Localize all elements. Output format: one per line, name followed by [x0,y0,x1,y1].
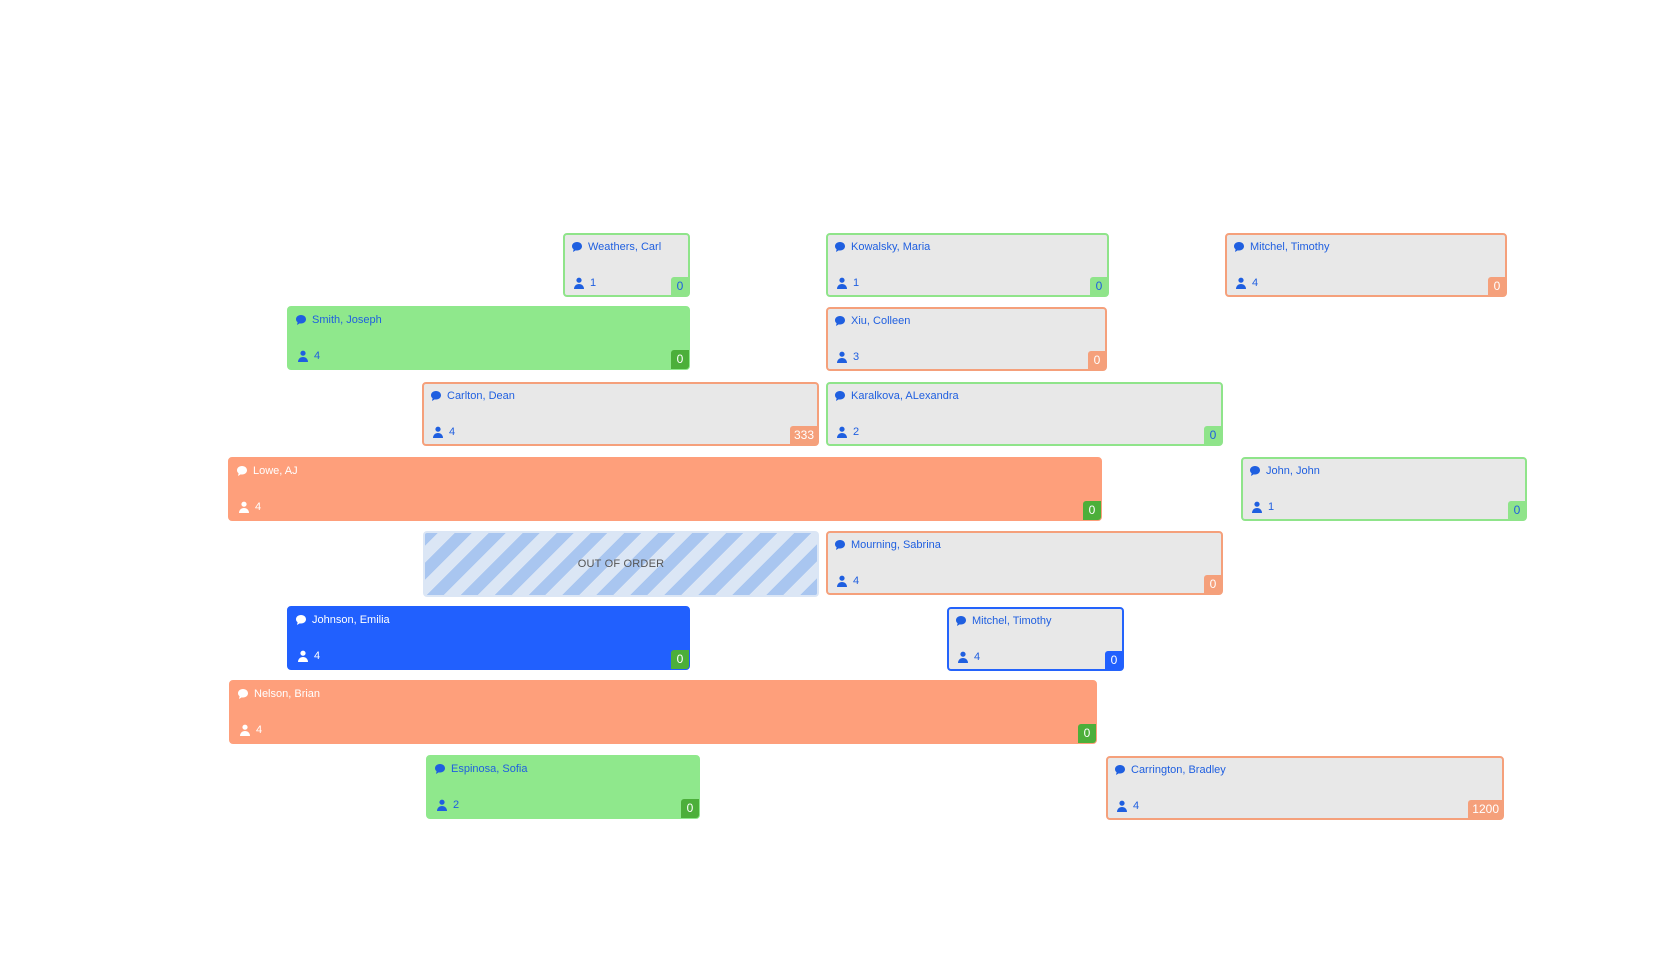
person-icon [297,350,309,362]
out-of-order-block[interactable]: OUT OF ORDER [423,531,819,597]
guest-count: 2 [453,799,460,811]
balance-badge: 0 [1488,277,1506,296]
reservation-block[interactable]: Karalkova, ALexandra 2 0 [826,382,1223,446]
guest-name: Carlton, Dean [447,390,515,402]
reservation-block[interactable]: Mitchel, Timothy 4 0 [1225,233,1507,297]
chat-bubble-icon[interactable] [1233,241,1245,253]
guest-name: Smith, Joseph [312,314,382,326]
balance-badge: 0 [671,350,689,369]
reservation-block[interactable]: Mitchel, Timothy 4 0 [947,607,1124,671]
guest-count: 4 [255,501,262,513]
guest-name: Karalkova, ALexandra [851,390,959,402]
reservation-block[interactable]: Kowalsky, Maria 1 0 [826,233,1109,297]
chat-bubble-icon[interactable] [834,241,846,253]
chat-bubble-icon[interactable] [834,315,846,327]
reservation-block[interactable]: Smith, Joseph 4 0 [287,306,690,370]
guest-count: 4 [314,350,321,362]
chat-bubble-icon[interactable] [430,390,442,402]
balance-badge: 0 [681,799,699,818]
reservation-block[interactable]: Xiu, Colleen 3 0 [826,307,1107,371]
person-icon [297,650,309,662]
reservation-block[interactable]: Carrington, Bradley 4 1200 [1106,756,1504,820]
balance-badge: 1200 [1468,800,1503,819]
chat-bubble-icon[interactable] [295,614,307,626]
chat-bubble-icon[interactable] [1249,465,1261,477]
guest-count: 4 [256,724,263,736]
guest-name: Espinosa, Sofia [451,763,528,775]
reservation-block[interactable]: Espinosa, Sofia 2 0 [426,755,700,819]
person-icon [1116,800,1128,812]
person-icon [836,426,848,438]
guest-name: Xiu, Colleen [851,315,911,327]
reservation-block[interactable]: Nelson, Brian 4 0 [229,680,1097,744]
out-of-order-label: OUT OF ORDER [577,558,665,570]
reservation-block[interactable]: Weathers, Carl 1 0 [563,233,690,297]
guest-name: Lowe, AJ [253,465,298,477]
chat-bubble-icon[interactable] [834,539,846,551]
balance-badge: 0 [1105,651,1123,670]
person-icon [1251,501,1263,513]
guest-name: Weathers, Carl [588,241,662,253]
balance-badge: 333 [789,426,818,445]
guest-name: Mitchel, Timothy [972,615,1052,627]
guest-name: Nelson, Brian [254,688,321,700]
person-icon [432,426,444,438]
person-icon [957,651,969,663]
person-icon [1235,277,1247,289]
chat-bubble-icon[interactable] [1114,764,1126,776]
guest-count: 2 [853,426,860,438]
person-icon [836,575,848,587]
balance-badge: 0 [1088,351,1106,370]
guest-count: 4 [974,651,981,663]
guest-count: 4 [1133,800,1140,812]
chat-bubble-icon[interactable] [955,615,967,627]
chat-bubble-icon[interactable] [834,390,846,402]
guest-name: John, John [1266,465,1320,477]
balance-badge: 0 [671,650,689,669]
guest-name: Johnson, Emilia [312,614,390,626]
chat-bubble-icon[interactable] [295,314,307,326]
guest-name: Mitchel, Timothy [1250,241,1330,253]
guest-count: 1 [1268,501,1275,513]
guest-name: Mourning, Sabrina [851,539,941,551]
balance-badge: 0 [1078,724,1096,743]
balance-badge: 0 [671,277,689,296]
person-icon [238,501,250,513]
guest-count: 3 [853,351,860,363]
guest-count: 1 [590,277,597,289]
balance-badge: 0 [1090,277,1108,296]
reservation-block[interactable]: Mourning, Sabrina 4 0 [826,531,1223,595]
balance-badge: 0 [1204,426,1222,445]
balance-badge: 0 [1204,575,1222,594]
person-icon [836,351,848,363]
guest-count: 4 [449,426,456,438]
guest-count: 4 [314,650,321,662]
person-icon [573,277,585,289]
guest-count: 4 [853,575,860,587]
reservation-block[interactable]: Lowe, AJ 4 0 [228,457,1102,521]
balance-badge: 0 [1083,501,1101,520]
person-icon [836,277,848,289]
guest-count: 4 [1252,277,1259,289]
chat-bubble-icon[interactable] [237,688,249,700]
guest-count: 1 [853,277,860,289]
chat-bubble-icon[interactable] [434,763,446,775]
reservation-block[interactable]: Carlton, Dean 4 333 [422,382,819,446]
person-icon [436,799,448,811]
reservation-block[interactable]: Johnson, Emilia 4 0 [287,606,690,670]
guest-name: Carrington, Bradley [1131,764,1226,776]
guest-name: Kowalsky, Maria [851,241,931,253]
balance-badge: 0 [1508,501,1526,520]
reservation-block[interactable]: John, John 1 0 [1241,457,1527,521]
person-icon [239,724,251,736]
chat-bubble-icon[interactable] [236,465,248,477]
chat-bubble-icon[interactable] [571,241,583,253]
